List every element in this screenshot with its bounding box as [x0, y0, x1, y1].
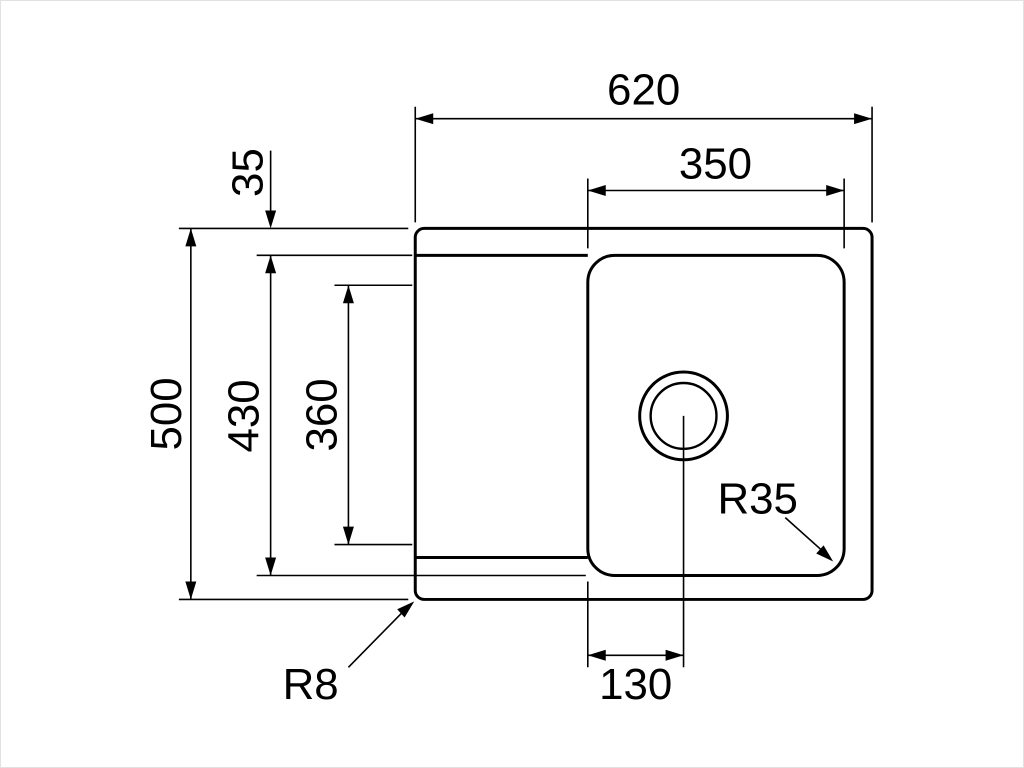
- leader-line: [784, 517, 824, 553]
- dim-bowl-depth: 430: [220, 254, 586, 577]
- bowl-corner-radius-value: R35: [717, 475, 798, 524]
- body-corner-radius-value: R8: [283, 660, 339, 709]
- overall-depth-value: 500: [142, 377, 191, 450]
- arrowhead-down: [265, 557, 277, 576]
- arrowhead-down: [342, 526, 354, 545]
- sink-body-outline: [413, 226, 874, 601]
- dim-drainer-depth: 360: [297, 284, 413, 546]
- overall-width-value: 620: [607, 66, 680, 115]
- arrowhead-left: [587, 185, 606, 196]
- arrowhead-down: [185, 581, 197, 600]
- dim-overall-depth: 500: [142, 227, 409, 601]
- drain-offset-value: 130: [599, 660, 672, 709]
- dim-bowl-width: 350: [587, 140, 845, 249]
- arrowhead-left: [415, 113, 434, 125]
- dim-rim-offset: 35: [224, 148, 277, 229]
- rim-offset-value: 35: [224, 148, 273, 197]
- arrowhead-leader: [816, 545, 834, 562]
- arrowhead-up: [342, 285, 354, 304]
- arrowhead-up: [265, 255, 277, 274]
- sink-part-geometry: [413, 226, 874, 601]
- dim-drain-offset: 130: [587, 415, 685, 709]
- dim-overall-width: 620: [414, 66, 873, 223]
- arrowhead-leader: [397, 601, 415, 618]
- bowl-outline: [586, 253, 846, 577]
- bowl-width-value: 350: [679, 140, 752, 189]
- arrowhead-down: [265, 210, 277, 229]
- arrowhead-right: [854, 113, 873, 125]
- arrowhead-right: [665, 649, 684, 661]
- arrowhead-left: [587, 649, 606, 661]
- arrowhead-right: [826, 185, 845, 196]
- callout-body-radius: R8: [283, 601, 415, 709]
- bowl-depth-value: 430: [220, 379, 269, 452]
- arrowhead-up: [185, 228, 197, 247]
- callout-bowl-radius: R35: [717, 475, 834, 562]
- drainer-depth-value: 360: [297, 378, 346, 451]
- leader-line: [347, 610, 404, 668]
